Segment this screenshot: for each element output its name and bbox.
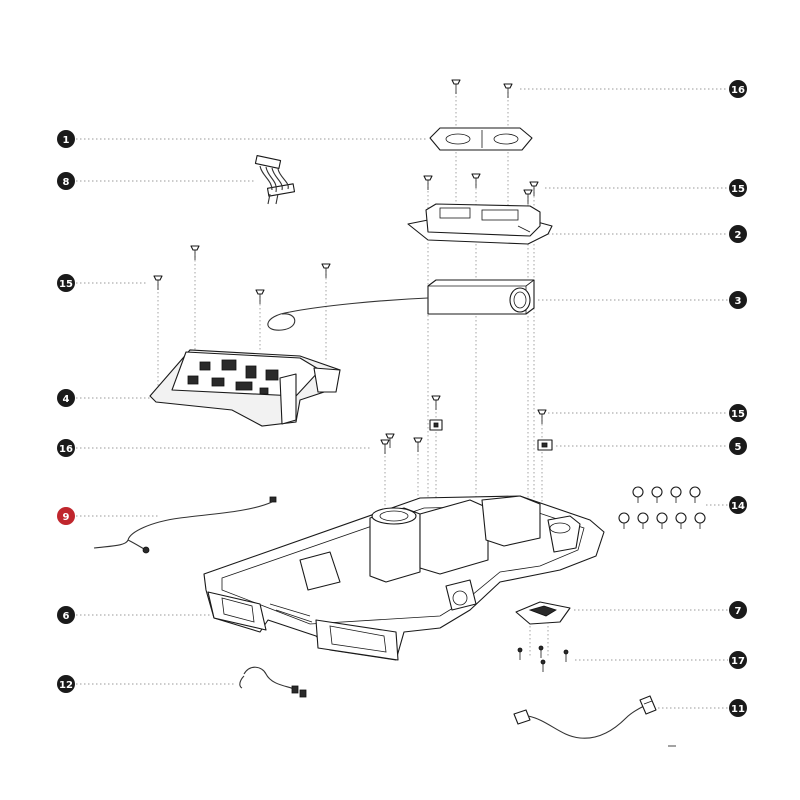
part-screws-mid — [380, 395, 547, 454]
callouts: 16 1 8 15 2 15 3 4 — [57, 80, 747, 717]
svg-text:4: 4 — [63, 394, 70, 405]
part-screws-top — [451, 79, 513, 98]
part-top-cover-plate — [429, 127, 533, 151]
callout-5[interactable]: 5 — [729, 437, 747, 455]
part-connector-cable — [513, 695, 676, 747]
part-chassis — [203, 495, 605, 661]
svg-text:17: 17 — [731, 656, 745, 667]
part-housing-bracket — [407, 203, 553, 245]
part-control-board — [149, 349, 341, 427]
svg-text:8: 8 — [63, 177, 70, 188]
callout-4[interactable]: 4 — [57, 389, 75, 407]
callout-9[interactable]: 9 — [57, 507, 75, 525]
svg-text:12: 12 — [59, 680, 73, 691]
part-sensor-cable — [93, 496, 277, 554]
svg-text:16: 16 — [59, 444, 73, 455]
leader-lines — [76, 88, 728, 709]
part-clip — [429, 419, 553, 451]
part-battery-pack — [267, 279, 535, 331]
part-wire-harness — [239, 666, 307, 698]
svg-text:15: 15 — [731, 184, 745, 195]
svg-text:5: 5 — [735, 442, 742, 453]
part-screws-upper-right — [423, 173, 539, 204]
part-screws-board — [153, 245, 331, 304]
callout-1[interactable]: 1 — [57, 130, 75, 148]
callout-14[interactable]: 14 — [729, 496, 747, 514]
callout-15-left[interactable]: 15 — [57, 274, 75, 292]
callout-15-mid-right[interactable]: 15 — [729, 404, 747, 422]
part-grommets — [618, 486, 706, 529]
part-connector-harness — [254, 155, 296, 205]
svg-text:15: 15 — [731, 409, 745, 420]
callout-6[interactable]: 6 — [57, 606, 75, 624]
part-sensor-module — [515, 601, 571, 625]
svg-text:6: 6 — [63, 611, 70, 622]
svg-text:14: 14 — [731, 501, 745, 512]
callout-12[interactable]: 12 — [57, 675, 75, 693]
callout-8[interactable]: 8 — [57, 172, 75, 190]
part-screws-bottom — [517, 645, 569, 672]
svg-text:11: 11 — [731, 704, 745, 715]
callout-16-top[interactable]: 16 — [729, 80, 747, 98]
svg-text:7: 7 — [735, 606, 742, 617]
callout-2[interactable]: 2 — [729, 225, 747, 243]
svg-text:3: 3 — [735, 296, 742, 307]
callout-16-left[interactable]: 16 — [57, 439, 75, 457]
callout-11[interactable]: 11 — [729, 699, 747, 717]
svg-text:16: 16 — [731, 85, 745, 96]
callout-15-upper-right[interactable]: 15 — [729, 179, 747, 197]
callout-17[interactable]: 17 — [729, 651, 747, 669]
svg-text:2: 2 — [735, 230, 742, 241]
svg-text:9: 9 — [63, 512, 70, 523]
svg-text:15: 15 — [59, 279, 73, 290]
svg-text:1: 1 — [63, 135, 70, 146]
callout-7[interactable]: 7 — [729, 601, 747, 619]
callout-3[interactable]: 3 — [729, 291, 747, 309]
